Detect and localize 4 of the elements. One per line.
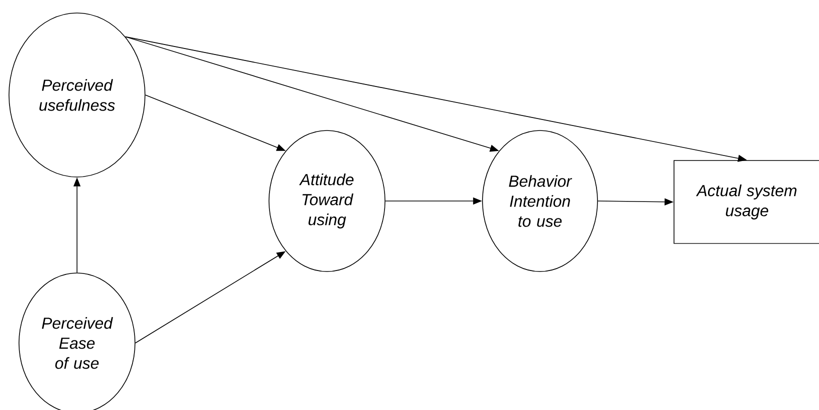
process-box: Actual system usage [674,160,819,244]
ellipse-node: Behavior Intention to use [482,130,598,272]
ellipse-node: Perceived usefulness [8,12,146,178]
ellipse-node: Attitude Toward using [268,130,386,272]
